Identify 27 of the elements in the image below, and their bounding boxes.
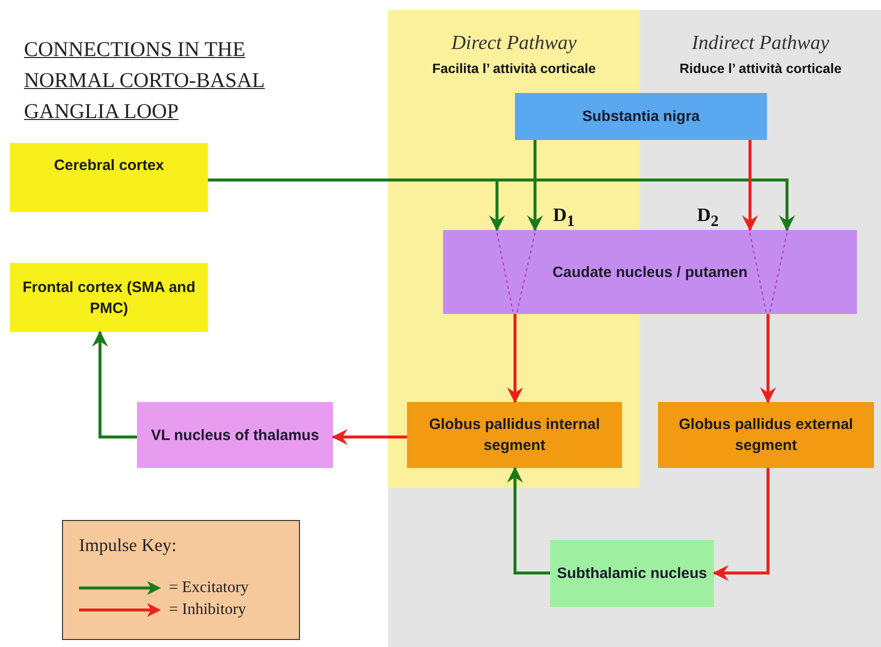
receptor-label: D$_{1}$ [553, 205, 575, 231]
nucleus-box: Substantia nigra [515, 93, 767, 140]
legend-text: = Excitatory [169, 579, 249, 597]
arrow [332, 429, 407, 445]
pathway-heading: Indirect Pathway [692, 32, 830, 55]
cortex-box: Frontal cortex (SMA and PMC) [10, 263, 208, 332]
pathway-subtitle: Riduce l’ attività corticale [679, 61, 842, 76]
arrow [760, 314, 776, 404]
nucleus-box: Caudate nucleus / putamen [443, 230, 857, 314]
legend-text: = Inhibitory [169, 601, 246, 619]
nucleus-box: VL nucleus of thalamus [137, 402, 333, 468]
nucleus-box: Globus pallidus external segment [658, 402, 874, 468]
arrow [507, 314, 523, 404]
pathway-subtitle: Facilita l’ attività corticale [432, 61, 596, 76]
receptor-label: D$_{2}$ [697, 205, 719, 231]
nucleus-box: Globus pallidus internal segment [407, 402, 622, 468]
arrow [92, 330, 137, 438]
arrow [712, 468, 770, 581]
legend-title: Impulse Key: [79, 535, 176, 556]
cortex-box: Cerebral cortex [10, 143, 208, 212]
pathway-heading: Direct Pathway [451, 32, 577, 55]
diagram-title: CONNECTIONS IN THE NORMAL CORTO-BASAL GANGLIA LOOP [24, 36, 266, 125]
nucleus-box: Subthalamic nucleus [550, 540, 714, 607]
pathway-band [388, 10, 881, 647]
arrow [742, 140, 758, 232]
arrow [507, 466, 550, 574]
arrow [527, 140, 543, 232]
